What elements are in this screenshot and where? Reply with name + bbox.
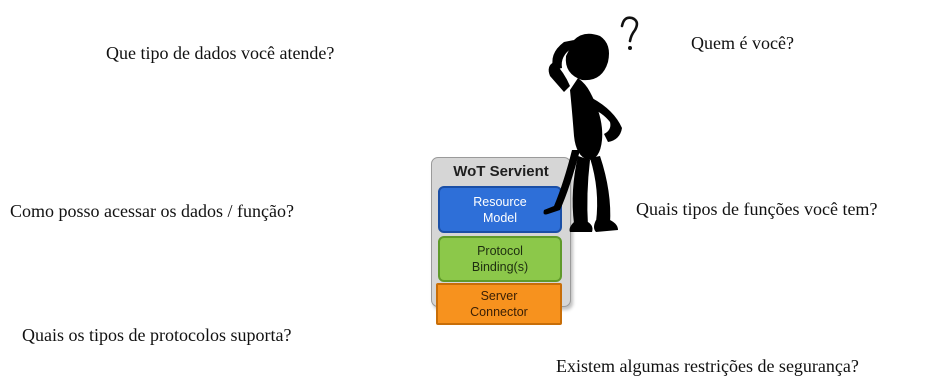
question-mark-dot (628, 46, 632, 50)
question-who: Quem é você? (691, 33, 794, 53)
servient-title: WoT Servient (453, 163, 549, 180)
question-protocols: Quais os tipos de protocolos suporta? (22, 325, 292, 345)
protocol-binding-label-line1: Protocol (477, 244, 523, 258)
question-data-types: Que tipo de dados você atende? (106, 43, 335, 63)
protocol-binding-layer: Protocol Binding(s) (438, 236, 562, 282)
server-connector-layer: Server Connector (436, 283, 562, 325)
resource-model-layer: Resource Model (438, 186, 562, 233)
question-mark-icon (620, 16, 639, 43)
server-connector-label-line1: Server (480, 289, 518, 303)
question-access: Como posso acessar os dados / função? (10, 201, 294, 221)
wot-servient-box: WoT Servient Resource Model Protocol Bin… (431, 157, 571, 325)
question-security: Existem algumas restrições de segurança? (556, 356, 859, 376)
question-functions: Quais tipos de funções você tem? (636, 199, 878, 219)
resource-model-label-line1: Resource (473, 194, 527, 209)
thinking-stick-figure-icon (543, 16, 639, 232)
protocol-binding-label-line2: Binding(s) (471, 260, 529, 274)
resource-model-label-line2: Model (482, 210, 518, 225)
server-connector-label-line2: Connector (470, 305, 528, 319)
